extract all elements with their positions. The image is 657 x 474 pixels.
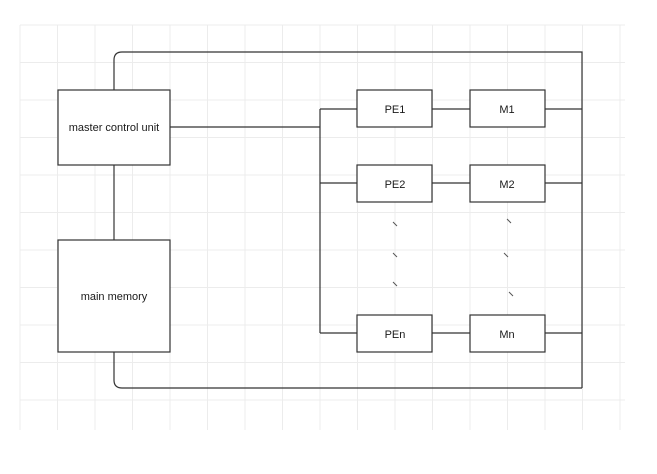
connectors xyxy=(113,51,583,389)
ellipsis-marks xyxy=(392,218,514,297)
pe1-node[interactable]: PE1 xyxy=(356,89,433,128)
pe2-label: PE2 xyxy=(385,179,406,191)
loop-connector-bottom xyxy=(113,352,582,389)
ellipsis-mark xyxy=(503,252,509,258)
m2-label: M2 xyxy=(499,179,514,191)
mn-label: Mn xyxy=(499,329,514,341)
ellipsis-mark xyxy=(506,218,512,224)
m1-label: M1 xyxy=(499,104,514,116)
loop-connector-top xyxy=(113,51,583,388)
pen-label: PEn xyxy=(385,329,406,341)
master-control-unit-node[interactable]: master control unit xyxy=(57,89,171,166)
pe2-node[interactable]: PE2 xyxy=(356,164,433,203)
mn-node[interactable]: Mn xyxy=(469,314,546,353)
ellipsis-mark xyxy=(508,291,514,297)
pen-node[interactable]: PEn xyxy=(356,314,433,353)
m2-node[interactable]: M2 xyxy=(469,164,546,203)
master-control-unit-label: master control unit xyxy=(69,122,159,134)
ellipsis-mark xyxy=(392,252,398,258)
main-memory-label: main memory xyxy=(81,291,148,303)
ellipsis-mark xyxy=(392,281,398,287)
pe1-label: PE1 xyxy=(385,104,406,116)
ellipsis-mark xyxy=(392,221,398,227)
background-grid xyxy=(19,24,625,430)
main-memory-node[interactable]: main memory xyxy=(57,239,171,353)
m1-node[interactable]: M1 xyxy=(469,89,546,128)
